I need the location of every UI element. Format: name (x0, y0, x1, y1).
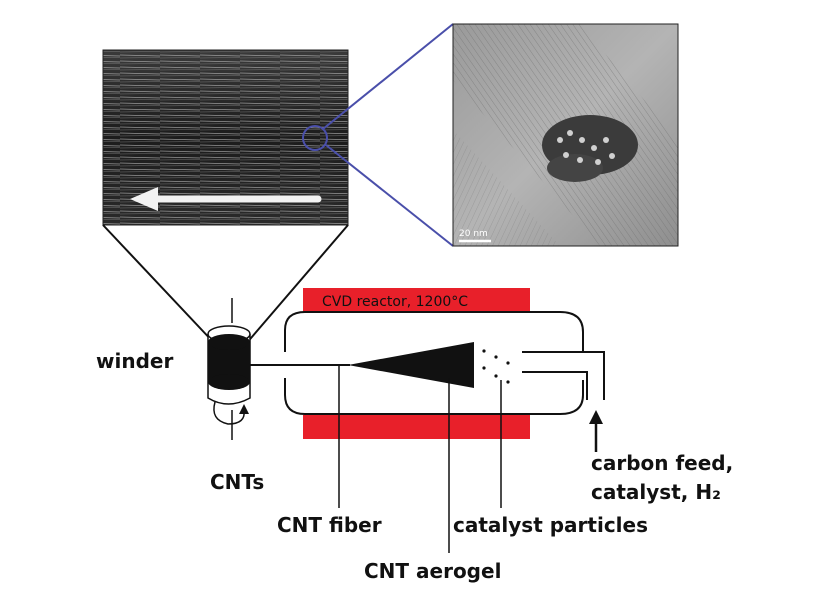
feed-label-line2: catalyst, H₂ (591, 480, 721, 504)
cnts-label: CNTs (210, 470, 264, 494)
gas-inlet-pipe (522, 351, 605, 400)
feed-label-line1: carbon feed, (591, 451, 733, 475)
catalyst-particles-label: catalyst particles (453, 513, 648, 537)
catalyst-dots (482, 349, 510, 384)
winder-zoom-lines (102, 224, 349, 346)
scale-bar-label: 20 nm (459, 229, 488, 239)
tem-image: 20 nm (452, 23, 679, 247)
zoom-lines (322, 23, 454, 247)
reactor-heater-bottom (303, 415, 530, 439)
winder (207, 298, 251, 440)
cnt-fiber-label: CNT fiber (277, 513, 382, 537)
reactor-heater-top (303, 288, 530, 312)
reactor-tube (284, 311, 584, 415)
reactor-label: CVD reactor, 1200°C (322, 294, 468, 310)
cnt-aerogel-cone (348, 342, 474, 388)
zoom-circle (302, 125, 328, 151)
leader-lines (338, 366, 502, 553)
cnt-aerogel-label: CNT aerogel (364, 559, 501, 583)
feed-arrow-head (589, 410, 603, 424)
sem-image (102, 49, 349, 226)
winder-label: winder (96, 349, 173, 373)
catalyst-particle-cluster (542, 115, 638, 182)
rotation-arrow-icon (213, 401, 245, 425)
fiber-direction-arrow (130, 187, 322, 211)
